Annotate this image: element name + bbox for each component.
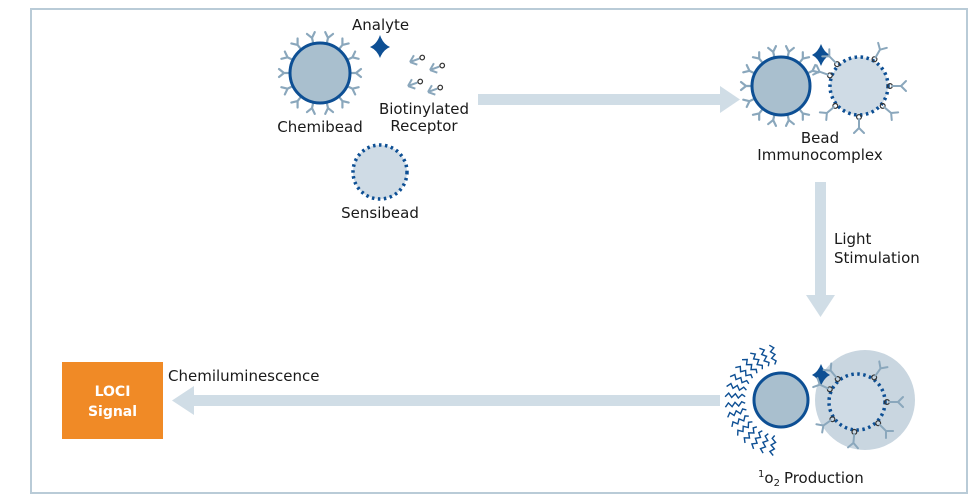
antibody-y <box>742 97 756 109</box>
loci-signal-box: LOCI Signal <box>62 362 163 439</box>
chemibead-antibodies <box>277 31 363 115</box>
biotinylated-receptor <box>879 102 900 122</box>
label-immunocomplex: Immunocomplex <box>757 146 883 164</box>
label-stimulation: Stimulation <box>834 249 920 267</box>
light-ray <box>759 433 769 454</box>
biotinylated-receptor <box>886 80 907 92</box>
singlet-oxygen-complex <box>724 344 915 456</box>
signal-line-1: LOCI <box>95 384 131 400</box>
antibody-y <box>280 85 294 96</box>
antibody-y <box>751 108 764 121</box>
antibody-y <box>767 45 778 58</box>
biotinylated-receptor <box>871 41 888 63</box>
biotinylated-receptor <box>871 360 889 381</box>
production-word: Production <box>784 469 864 487</box>
antibody-y <box>346 50 360 61</box>
biotinylated-receptor <box>822 362 841 383</box>
chemibead <box>277 31 363 115</box>
antibody-y <box>305 102 316 115</box>
light-ray <box>768 435 777 456</box>
production-sensibead-receptors <box>812 360 904 450</box>
label-production: 1o2 Production <box>758 469 864 489</box>
biotinylated-receptor <box>853 113 865 134</box>
antibody-y <box>349 67 363 79</box>
complex-chemibead-antibodies <box>739 45 820 127</box>
antibody-y <box>338 96 350 109</box>
biotinylated-receptor <box>847 428 859 450</box>
antibody-y <box>305 31 316 44</box>
biotinylated-receptor <box>815 416 836 434</box>
light-ray <box>724 392 746 400</box>
biotinylated-receptor <box>883 396 904 408</box>
light-ray <box>768 344 777 365</box>
antibody-y <box>784 45 795 58</box>
antibody-y <box>784 114 795 127</box>
antibody-y <box>767 114 778 127</box>
arrow-to-signal <box>172 386 720 415</box>
biotinylated-receptor <box>821 48 841 68</box>
complex-sensibead-receptors <box>812 41 907 134</box>
antibody-y <box>277 67 291 79</box>
biotinylated-receptor <box>812 64 833 79</box>
antibody-y <box>798 51 811 64</box>
light-rays <box>724 344 777 456</box>
biotinylated-receptor <box>812 377 833 393</box>
biotinylated-receptors <box>407 54 446 96</box>
biotinylated-receptor <box>875 420 895 440</box>
light-ray <box>750 352 763 370</box>
antibody-y <box>290 96 302 109</box>
antibody-y <box>324 31 335 44</box>
bead-immunocomplex <box>739 41 907 134</box>
label-analyte: Analyte <box>352 16 409 34</box>
label-chemibead: Chemibead <box>277 118 362 136</box>
light-ray <box>726 382 747 392</box>
antibody-y <box>324 102 335 115</box>
light-ray <box>729 373 750 385</box>
label-receptor: Receptor <box>390 117 458 135</box>
light-ray <box>735 365 754 379</box>
production-superscript: 1 <box>758 469 764 480</box>
antibody-y <box>742 63 756 75</box>
antibody-y <box>798 108 811 121</box>
light-ray <box>731 415 749 428</box>
light-ray <box>759 347 770 367</box>
label-biotinylated: Biotinylated <box>379 100 469 118</box>
diagram-frame <box>30 8 968 494</box>
label-sensibead: Sensibead <box>341 204 419 222</box>
light-ray <box>743 426 758 444</box>
label-bead: Bead <box>801 129 839 147</box>
production-subscript: 2 <box>774 478 780 489</box>
arrow-down-light <box>806 182 835 317</box>
light-ray <box>724 400 746 408</box>
antibody-y <box>751 51 764 64</box>
light-ray <box>750 430 763 450</box>
light-ray <box>737 421 753 436</box>
antibody-y <box>346 85 360 96</box>
antibody-y <box>290 37 302 50</box>
sensibead <box>351 143 409 201</box>
signal-line-2: Signal <box>88 404 137 420</box>
antibody-y <box>280 50 294 61</box>
analyte-molecule <box>370 35 390 58</box>
biotinylated-receptor <box>818 102 839 122</box>
antibody-y <box>338 37 350 50</box>
antibody-y <box>739 80 753 92</box>
production-o: o <box>764 469 773 487</box>
arrow-to-complex <box>478 86 740 113</box>
light-ray <box>727 408 747 418</box>
light-ray <box>741 358 758 374</box>
label-chemiluminescence: Chemiluminescence <box>168 367 319 385</box>
label-light: Light <box>834 230 872 248</box>
